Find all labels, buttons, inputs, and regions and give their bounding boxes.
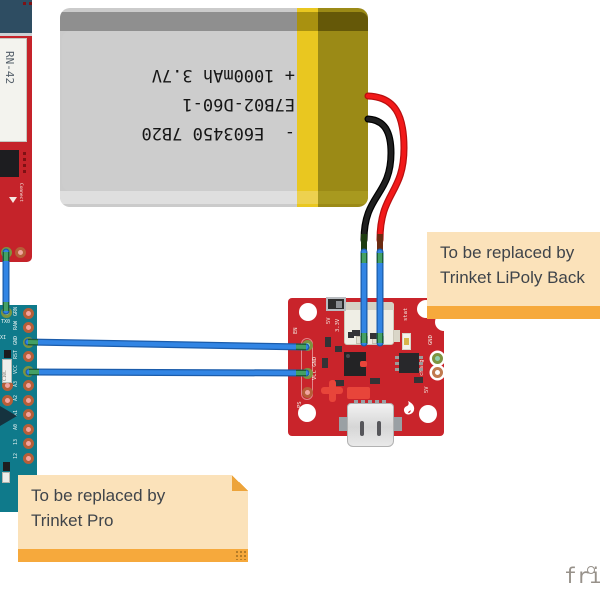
battery-gold-wrap-top xyxy=(318,12,368,31)
boost-ic xyxy=(399,353,419,373)
usb-slot xyxy=(377,421,381,436)
red-silk-dot xyxy=(360,361,367,367)
passive xyxy=(352,330,360,336)
passive xyxy=(348,332,354,338)
switch-knob xyxy=(336,301,342,308)
sticky-note-lipoly[interactable]: To be replaced by Trinket LiPoly Back xyxy=(427,232,600,319)
sparkfun-flame-icon xyxy=(403,401,415,415)
wire-vcc-promini-to-charger[interactable] xyxy=(25,368,310,377)
note-resize-grip[interactable] xyxy=(235,550,246,560)
note-title-bar[interactable] xyxy=(18,549,248,562)
promini-label-tx0: TX0 xyxy=(1,319,11,325)
sticky-note-trinket-pro[interactable]: To be replaced by Trinket Pro xyxy=(18,475,248,562)
passive xyxy=(325,337,331,347)
note-text: To be replaced by Trinket Pro xyxy=(31,486,166,530)
promini-pin-raw[interactable] xyxy=(22,322,34,333)
shield-edge xyxy=(0,33,32,36)
promini-pin-a2[interactable] xyxy=(22,394,34,406)
charger-pin-gnd-right[interactable] xyxy=(431,352,443,364)
mount-hole xyxy=(299,303,317,321)
jst-connector-lip xyxy=(344,302,394,310)
red-silk-rect xyxy=(347,387,370,399)
passive xyxy=(370,333,377,339)
rn42-bluetooth-board[interactable]: RN-42 Connect xyxy=(0,0,32,262)
passive xyxy=(322,358,328,368)
charger-pin-5v-right[interactable] xyxy=(431,366,443,378)
battery-gold-wrap xyxy=(318,8,368,207)
battery-gold-wrap-bottom xyxy=(318,191,368,204)
pad-dot xyxy=(23,170,26,173)
note-title-bar[interactable] xyxy=(427,306,600,319)
micro-usb-connector[interactable] xyxy=(347,403,394,447)
note-fold-corner-icon xyxy=(232,475,248,491)
note-text: To be replaced by Trinket LiPoly Back xyxy=(440,243,585,287)
connector-component xyxy=(0,150,19,177)
watermark-i-ring-icon xyxy=(587,566,595,574)
component-c10l xyxy=(2,359,12,383)
mount-hole xyxy=(419,405,437,423)
passive xyxy=(335,346,342,352)
pad-dot xyxy=(23,152,26,155)
battery-top-strip xyxy=(60,12,368,31)
red-silk-cross xyxy=(321,387,343,394)
rn42-module-label: RN-42 xyxy=(3,51,16,85)
battery-gold-band-bottom xyxy=(297,191,318,204)
connect-label: Connect xyxy=(18,183,23,202)
pad-dot xyxy=(23,164,26,167)
ic-leg xyxy=(395,362,399,365)
battery-gold-band xyxy=(297,8,318,207)
wire-battery-red[interactable] xyxy=(364,92,408,251)
bluetooth-antenna-section xyxy=(0,0,32,33)
passive xyxy=(370,378,380,384)
component-black xyxy=(3,462,10,471)
promini-label-rxi: RXI xyxy=(0,335,7,341)
passive xyxy=(335,380,344,386)
header-outline xyxy=(301,338,313,400)
usb-mount-tab xyxy=(339,417,348,431)
battery-gold-band-top xyxy=(297,12,318,31)
usb-slot xyxy=(360,421,364,436)
promini-logo-triangle xyxy=(0,406,17,426)
promini-pin-13[interactable] xyxy=(22,438,34,449)
battery-bottom-strip xyxy=(60,191,368,204)
promini-pin-a1[interactable] xyxy=(22,409,34,420)
promini-pin-rst[interactable] xyxy=(22,351,34,362)
mount-hole xyxy=(298,404,316,422)
promini-pin-a0[interactable] xyxy=(22,423,34,435)
component-white xyxy=(2,472,10,483)
passive xyxy=(394,330,400,342)
ic-leg xyxy=(395,368,399,371)
wire-gnd-promini-to-charger[interactable] xyxy=(24,338,310,351)
promini-inner-pin[interactable] xyxy=(1,394,13,406)
pad-dot xyxy=(23,2,26,5)
promini-pin-12[interactable] xyxy=(22,452,34,464)
rn42-pin[interactable] xyxy=(14,246,26,258)
ic-leg xyxy=(419,356,423,359)
ic-leg xyxy=(395,356,399,359)
lipo-battery[interactable]: - E603450 7B20 E7B02-D60-1 + 1000mAh 3.7… xyxy=(60,8,368,207)
stat-led xyxy=(402,333,411,350)
usb-mount-tab xyxy=(393,417,402,431)
connect-arrow-icon xyxy=(9,197,17,203)
promini-pin-a3[interactable] xyxy=(22,380,34,391)
pad-dot xyxy=(23,158,26,161)
promini-pin-grn[interactable] xyxy=(22,307,34,319)
charger-ic xyxy=(344,352,366,376)
ic-leg xyxy=(419,368,423,371)
wire-battery-black[interactable] xyxy=(360,115,395,251)
rn42-module: RN-42 xyxy=(0,38,27,142)
pad-dot xyxy=(29,2,32,5)
component-cap xyxy=(4,350,11,358)
ic-leg xyxy=(419,362,423,365)
charger-pin-ps[interactable] xyxy=(301,386,313,398)
passive xyxy=(414,377,423,383)
